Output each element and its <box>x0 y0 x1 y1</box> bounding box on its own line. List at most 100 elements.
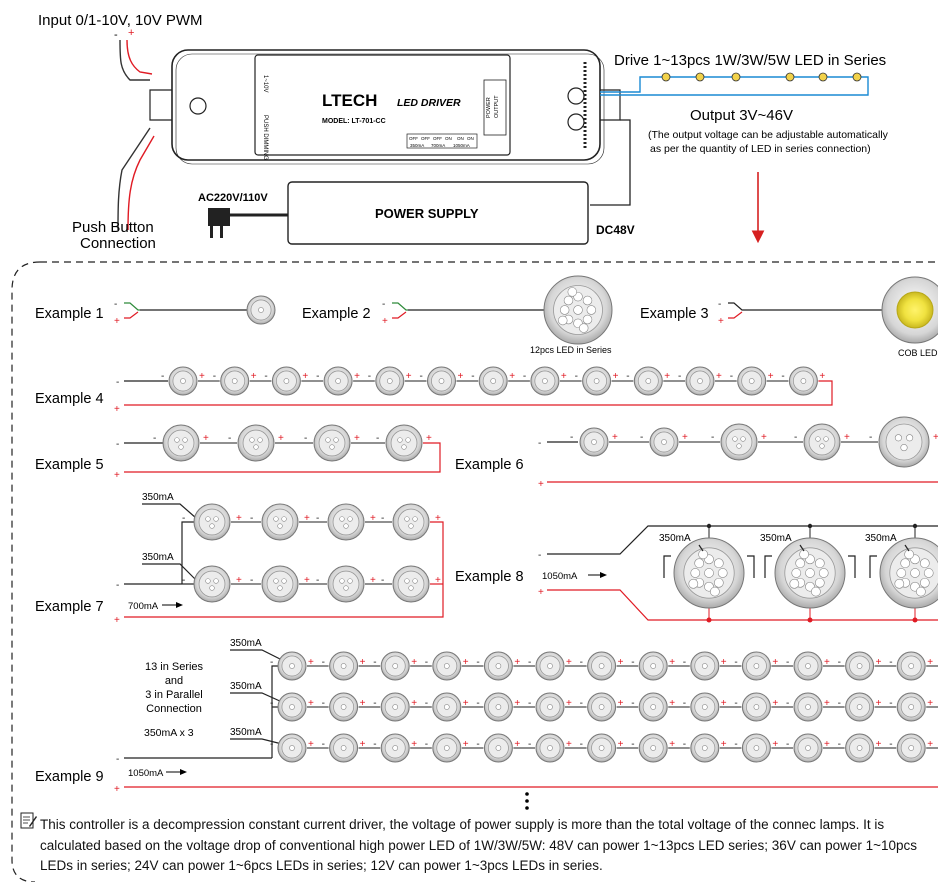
led-plus: + <box>463 739 469 750</box>
led-plus: + <box>933 432 938 443</box>
example-9-led <box>483 733 513 763</box>
note-icon <box>20 812 37 829</box>
push-button-label-1: Push Button <box>72 219 154 236</box>
example-7-led <box>392 503 430 541</box>
svg-text:Connection: Connection <box>146 703 202 715</box>
led-plus: + <box>682 432 688 443</box>
led-minus: - <box>270 657 273 668</box>
led-minus: - <box>528 657 531 668</box>
example-1-led <box>246 295 276 325</box>
example-9-led <box>329 733 359 763</box>
led-plus: + <box>435 513 441 524</box>
led-plus: + <box>509 371 515 382</box>
ex5-minus: - <box>116 439 119 450</box>
example-9-led <box>329 692 359 722</box>
example-9-led <box>587 733 617 763</box>
led-minus: - <box>734 657 737 668</box>
example-7-label: Example 7 <box>35 599 104 615</box>
ex4-plus: + <box>114 404 120 415</box>
example-9-branch-2: 350mA <box>230 681 262 692</box>
example-9-led <box>483 692 513 722</box>
ex8-plus: + <box>538 587 544 598</box>
example-4-led <box>788 366 818 396</box>
led-minus: - <box>322 657 325 668</box>
led-minus: - <box>425 698 428 709</box>
example-7-led <box>193 565 231 603</box>
example-8-led <box>774 537 846 609</box>
example-9-led <box>277 651 307 681</box>
led-minus: - <box>631 698 634 709</box>
example-6-led <box>803 423 841 461</box>
example-8-led <box>879 537 938 609</box>
example-9-led <box>638 692 668 722</box>
led-plus: + <box>354 433 360 444</box>
ac-label: AC220V/110V <box>198 192 268 204</box>
device-input-port-1: 1~10V <box>262 75 268 93</box>
example-9-led <box>845 733 875 763</box>
ex9-minus: - <box>116 754 119 765</box>
ex7-minus: - <box>116 580 119 591</box>
example-8-branch-3: 350mA <box>865 533 897 544</box>
input-wires <box>117 39 155 231</box>
example-4-led <box>478 366 508 396</box>
example-9-multiplier: 350mA x 3 <box>144 727 194 739</box>
led-plus: + <box>761 432 767 443</box>
example-9-led <box>535 692 565 722</box>
example-6-led <box>878 416 930 468</box>
led-plus: + <box>370 513 376 524</box>
example-4-led <box>427 366 456 396</box>
led-minus: - <box>786 698 789 709</box>
led-plus: + <box>824 698 830 709</box>
power-supply-box <box>287 181 589 245</box>
example-9-led <box>587 692 617 722</box>
terminal-minus: - <box>114 299 117 310</box>
led-plus: + <box>927 698 933 709</box>
example-9-led <box>793 733 823 763</box>
led-plus: + <box>772 657 778 668</box>
example-9-label: Example 9 <box>35 769 104 785</box>
led-minus: - <box>182 575 185 586</box>
led-plus: + <box>514 698 520 709</box>
examples-1-3-wiring: -+-+-+ <box>114 275 938 345</box>
svg-text:13 in Series: 13 in Series <box>145 661 204 673</box>
led-plus: + <box>308 698 314 709</box>
led-minus: - <box>786 739 789 750</box>
led-minus: - <box>889 657 892 668</box>
example-9-led <box>638 651 668 681</box>
led-minus: - <box>523 371 526 382</box>
led-minus: - <box>471 371 474 382</box>
svg-text:1050mA: 1050mA <box>453 143 470 148</box>
led-plus: + <box>236 575 242 586</box>
led-minus: - <box>528 739 531 750</box>
example-9-led <box>432 692 462 722</box>
example-4-led <box>168 366 198 396</box>
output-note-2: as per the quantity of LED in series con… <box>650 143 871 155</box>
led-plus: + <box>360 657 366 668</box>
svg-text:OFF: OFF <box>433 136 442 141</box>
led-minus: - <box>730 371 733 382</box>
example-6-label: Example 6 <box>455 457 524 473</box>
led-minus: - <box>376 433 379 444</box>
led-plus: + <box>772 698 778 709</box>
terminal-plus: + <box>718 316 724 327</box>
example-6-led <box>649 427 679 457</box>
led-minus: - <box>683 657 686 668</box>
svg-text:ON: ON <box>457 136 464 141</box>
example-9-led <box>483 651 513 681</box>
example-5-led <box>237 424 275 462</box>
example-8-current: 1050mA <box>542 571 578 582</box>
example-7-led <box>193 503 231 541</box>
led-minus: - <box>640 432 643 443</box>
led-plus: + <box>411 698 417 709</box>
led-plus: + <box>302 371 308 382</box>
led-plus: + <box>514 657 520 668</box>
led-plus: + <box>669 739 675 750</box>
example-9-led <box>432 651 462 681</box>
svg-text:350mA: 350mA <box>410 143 424 148</box>
led-minus: - <box>711 432 714 443</box>
led-plus: + <box>360 739 366 750</box>
led-minus: - <box>316 371 319 382</box>
led-minus: - <box>889 698 892 709</box>
example-4-led <box>685 366 715 396</box>
led-minus: - <box>683 739 686 750</box>
